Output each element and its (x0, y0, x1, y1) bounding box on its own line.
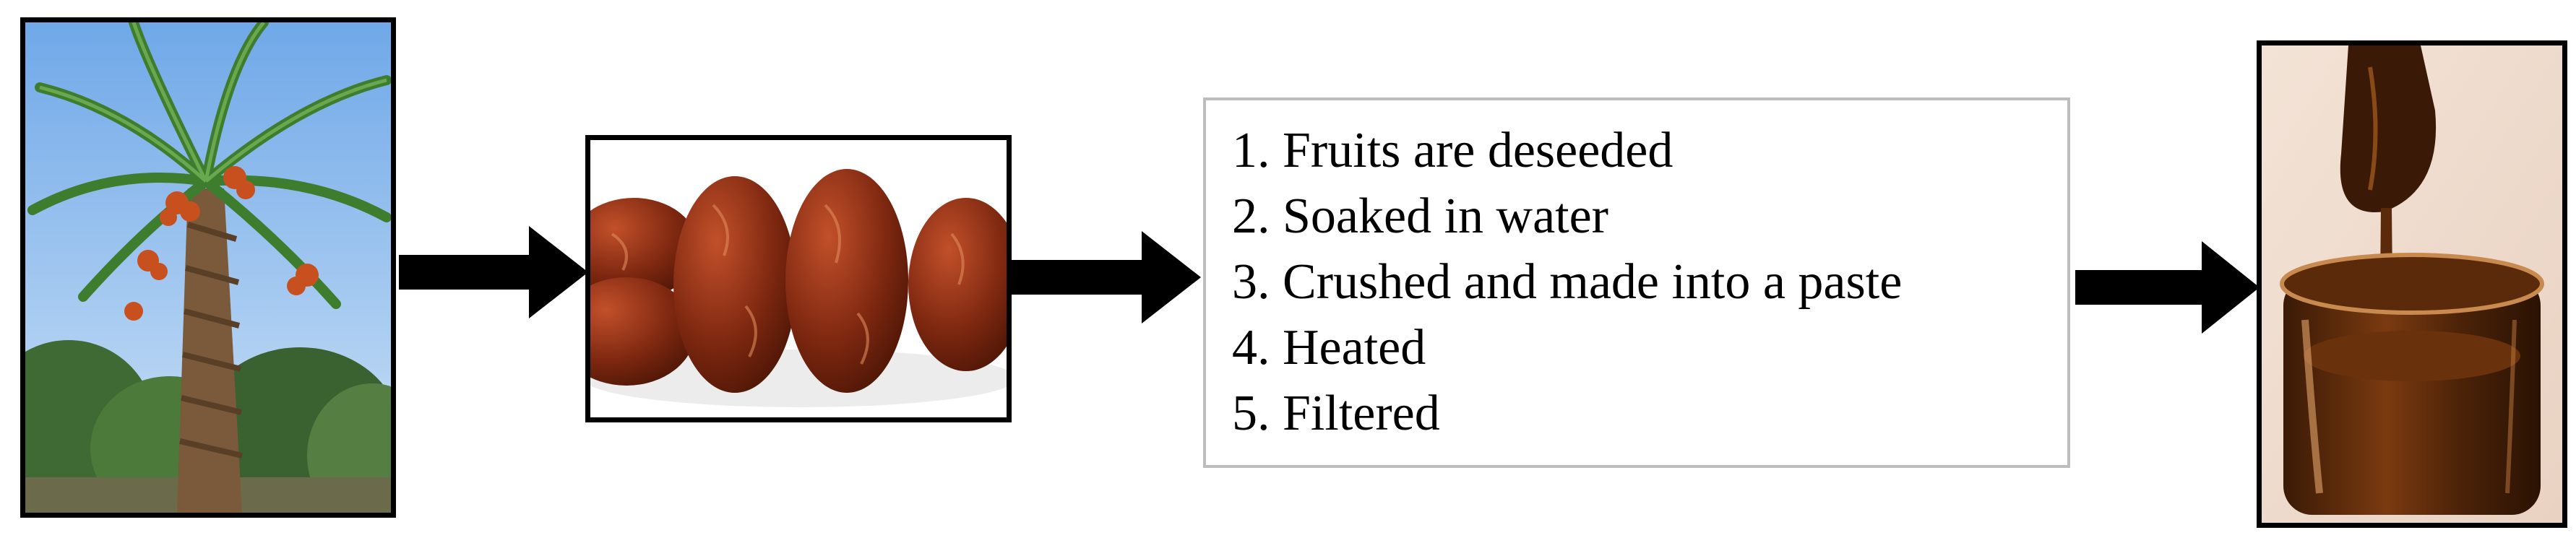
process-steps-box: 1. Fruits are deseeded 2. Soaked in wate… (1203, 97, 2070, 468)
date-palm-tree-icon (25, 22, 391, 513)
arrow-right-icon (2075, 241, 2260, 334)
process-step: 2. Soaked in water (1232, 188, 1608, 244)
process-step: 1. Fruits are deseeded (1232, 123, 1673, 178)
date-palm-photo (20, 17, 396, 518)
process-steps-list: 1. Fruits are deseeded 2. Soaked in wate… (1232, 118, 2067, 446)
arrow-right-icon (1012, 231, 1201, 323)
process-step: 5. Filtered (1232, 386, 1440, 441)
dates-fruit-icon (590, 140, 1007, 417)
date-syrup-photo (2257, 40, 2567, 528)
date-syrup-jar-icon (2262, 45, 2562, 523)
arrow-right-icon (399, 226, 588, 318)
process-step: 4. Heated (1232, 320, 1426, 375)
process-step: 3. Crushed and made into a paste (1232, 254, 1903, 310)
date-fruits-photo (585, 135, 1012, 422)
